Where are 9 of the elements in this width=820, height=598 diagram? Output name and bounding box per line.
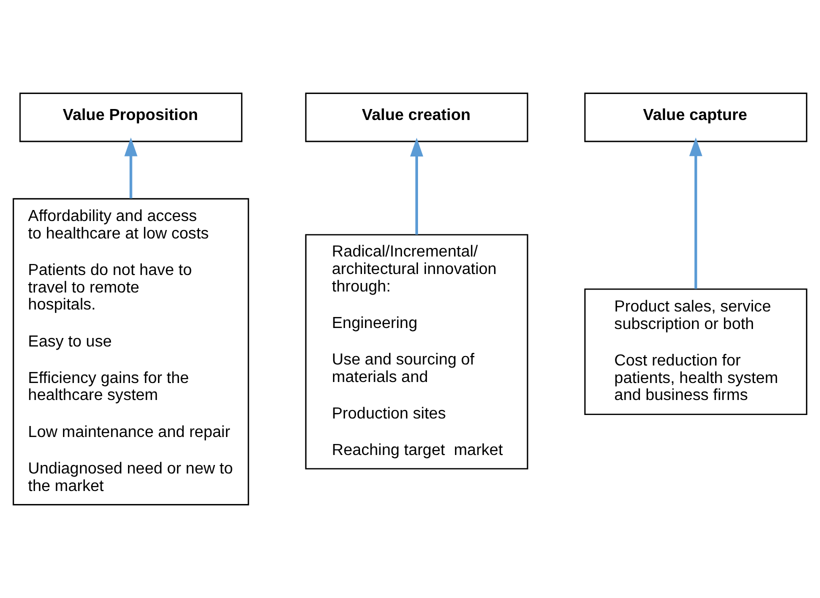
arrow [410,138,424,235]
node-box: Affordability and access to healthcare at low costs Patients do not have to travel to remote hospitals. Easy to use Efficiency gains for the healthcare system Low maintenance and repair Undiagnosed need or new to the market [12,198,250,506]
node-box: Product sales, service subscription or both Cost reduction for patients, health system and business firms [584,288,808,416]
node-box: Radical/Incremental/ architectural innovation through: Engineering Use and sourcing of materials and Production sites Reaching target market [305,234,528,470]
arrow [689,137,702,289]
arrow [124,138,138,198]
node-box: Value creation [305,92,528,142]
node-box: Value capture [584,92,808,142]
node-box: Value Proposition [19,92,242,142]
